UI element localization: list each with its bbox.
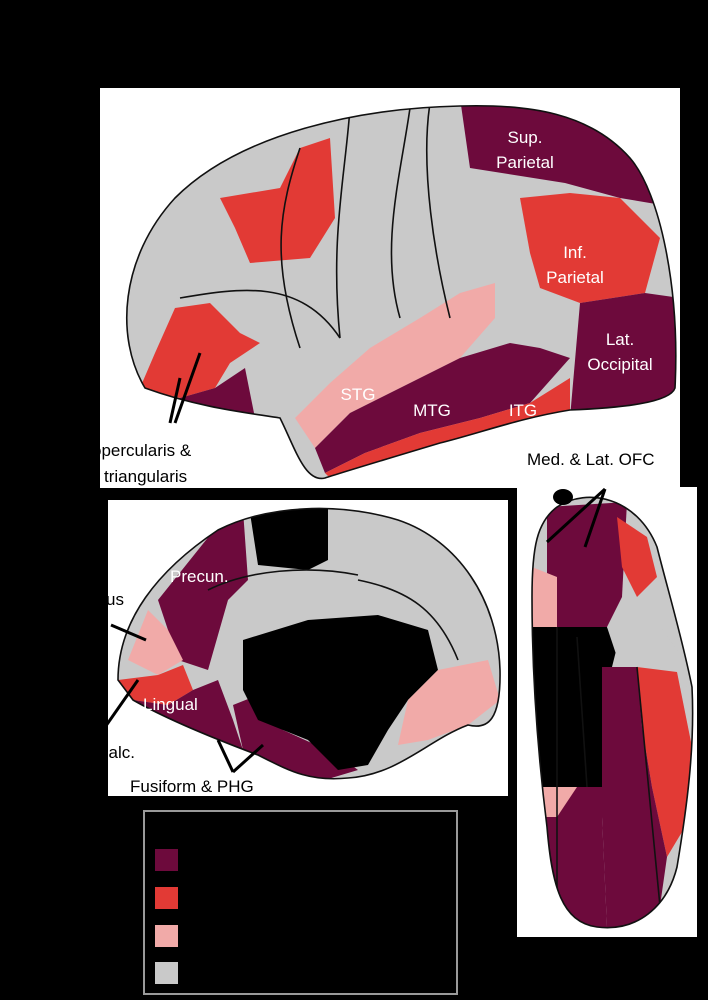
region-lingual (133, 680, 243, 750)
region-ventral-itg (637, 667, 692, 857)
pointer-fusiform-2 (231, 743, 265, 774)
medial-view-panel: Precun. us Lingual calc. Fusiform & PHG (108, 500, 508, 796)
cingulate-line-2 (357, 579, 459, 661)
postcentral-line (390, 107, 411, 319)
parietal-line (426, 105, 451, 319)
label-stg: STG (341, 385, 376, 404)
legend-swatch-red (155, 887, 178, 909)
central-sulcus-line (335, 107, 351, 339)
frontal-sulcus-line (179, 289, 341, 339)
legend-box (143, 810, 458, 995)
label-ofc: Med. & Lat. OFC (527, 450, 655, 469)
label-opercularis-1: opercularis & (100, 441, 192, 460)
pointer-ofc-2 (583, 488, 607, 548)
legend-swatch-dark (155, 849, 178, 871)
medial-wall (243, 615, 438, 770)
label-inf-parietal-1: Inf. (563, 243, 587, 262)
region-cuneus (128, 610, 183, 675)
label-sup-parietal-2: Parietal (496, 153, 554, 172)
region-precuneus (158, 510, 248, 670)
region-ventral-pink-top (532, 567, 557, 627)
ventral-brain-surface (531, 487, 694, 929)
lateral-brain-outline (125, 104, 677, 480)
ventral-line-2 (636, 666, 663, 928)
pointer-cuneus (110, 623, 147, 642)
region-medial-ofc-pink (398, 660, 500, 745)
label-mtg: MTG (413, 401, 451, 420)
region-mtg (315, 343, 570, 473)
pointer-opercularis-2 (168, 377, 182, 424)
region-ventral-red-top (617, 517, 657, 597)
label-lingual: Lingual (143, 695, 198, 714)
pointer-fusiform-1 (216, 739, 235, 773)
region-stg (295, 283, 495, 448)
ventral-black-spot (553, 489, 573, 505)
label-sup-parietal-1: Sup. (508, 128, 543, 147)
region-ventral-fusiform (602, 667, 667, 927)
medial-brain-surface: Precun. us Lingual calc. Fusiform & PHG (108, 507, 501, 796)
label-opercularis-2: triangularis (104, 467, 187, 486)
legend-swatch-pink (155, 925, 178, 947)
pointer-opercularis-1 (173, 352, 202, 424)
label-inf-parietal-2: Parietal (546, 268, 604, 287)
legend-swatch-gray (155, 962, 178, 984)
label-lat-occipital-2: Occipital (587, 355, 652, 374)
ventral-medial-wall (532, 627, 617, 787)
label-itg: ITG (509, 401, 537, 420)
region-frontal-red (220, 138, 335, 263)
region-pericalcarine (118, 665, 193, 705)
precentral-line (280, 147, 301, 349)
medial-black-top (248, 508, 328, 570)
cingulate-line (207, 569, 359, 591)
medial-brain-outline (117, 507, 501, 780)
region-ventral-ofc (547, 502, 627, 627)
pointer-pericalc (108, 679, 140, 726)
pointer-ofc-1 (545, 487, 607, 544)
lateral-brain-surface: Sup. Parietal Inf. Parietal Lat. Occipit… (100, 104, 677, 486)
lateral-view-panel: Sup. Parietal Inf. Parietal Lat. Occipit… (100, 88, 680, 488)
label-pericalc: calc. (108, 743, 135, 762)
region-lat-occipital (570, 293, 676, 418)
region-inf-parietal (520, 193, 660, 303)
label-lat-occipital-1: Lat. (606, 330, 634, 349)
ventral-brain-outline (531, 496, 694, 929)
label-fusiform-phg: Fusiform & PHG (130, 777, 254, 796)
label-cuneus: us (108, 590, 124, 609)
label-precuneus: Precun. (170, 567, 229, 586)
ventral-view-panel (517, 487, 697, 937)
ventral-line-1 (576, 636, 588, 788)
region-opercularis-triangularis (140, 303, 260, 398)
